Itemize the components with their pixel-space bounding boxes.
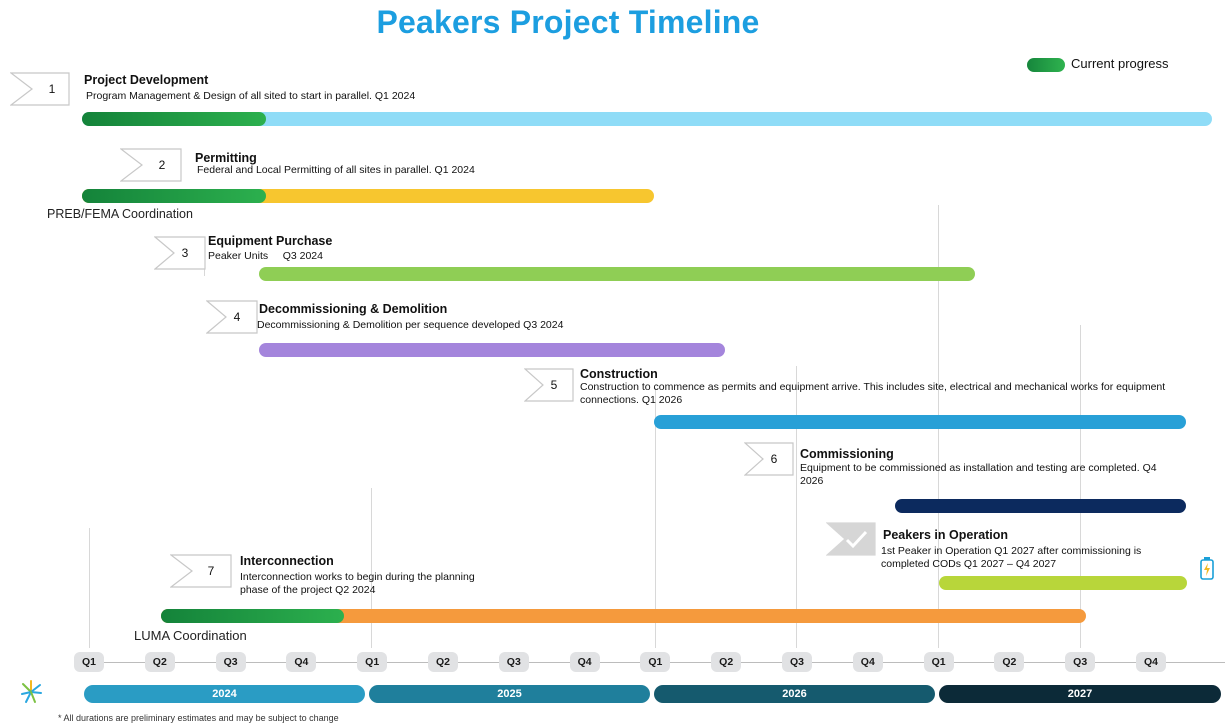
step-number: 4 — [233, 310, 241, 324]
step-number: 6 — [770, 452, 778, 466]
quarter-label: Q1 — [357, 652, 388, 672]
operation-marker — [826, 522, 876, 556]
quarter-label: Q1 — [640, 652, 671, 672]
phase-title: Permitting — [195, 151, 257, 165]
phase-title: Project Development — [84, 73, 209, 87]
legend-label: Current progress — [1071, 56, 1169, 71]
battery-icon — [1200, 557, 1214, 586]
quarter-label: Q2 — [711, 652, 742, 672]
phase-title: Decommissioning & Demolition — [259, 302, 448, 316]
phase-bar — [161, 609, 1086, 623]
phase-title: Equipment Purchase — [208, 234, 333, 248]
footnote: * All durations are preliminary estimate… — [58, 713, 339, 723]
quarter-label: Q3 — [1065, 652, 1096, 672]
phase-description: Peaker Units Q3 2024 — [208, 250, 323, 262]
phase-bar — [259, 267, 975, 281]
step-marker-4: 4 — [206, 300, 258, 334]
phase-title: Construction — [580, 367, 658, 381]
year-label: 2024 — [84, 685, 365, 703]
phase-description: Interconnection works to begin during th… — [240, 571, 475, 596]
step-number: 7 — [207, 564, 215, 578]
grid-line — [1080, 325, 1081, 648]
quarter-label: Q2 — [144, 652, 175, 672]
quarter-label: Q1 — [74, 652, 104, 672]
luma-coordination-note: LUMA Coordination — [134, 628, 247, 643]
step-marker-1: 1 — [10, 72, 70, 106]
step-number: 2 — [158, 158, 166, 172]
quarter-label: Q4 — [1136, 652, 1166, 672]
year-label: 2026 — [654, 685, 935, 703]
phase-description: Construction to commence as permits and … — [580, 381, 1166, 406]
quarter-label: Q2 — [994, 652, 1025, 672]
phase-description: Decommissioning & Demolition per sequenc… — [257, 319, 564, 331]
step-marker-2: 2 — [120, 148, 182, 182]
page-title: Peakers Project Timeline — [376, 4, 760, 40]
phase-description: 1st Peaker in Operation Q1 2027 after co… — [881, 545, 1142, 570]
phase-bar — [939, 576, 1187, 590]
phase-title: Peakers in Operation — [883, 528, 1009, 542]
quarter-label: Q3 — [782, 652, 812, 672]
step-marker-5: 5 — [524, 368, 574, 402]
progress-fill — [82, 189, 266, 203]
year-label: 2025 — [369, 685, 650, 703]
step-marker-7: 7 — [170, 554, 232, 588]
phase-title: Interconnection — [240, 554, 334, 568]
legend-swatch — [1027, 58, 1065, 72]
check-icon — [845, 530, 868, 549]
grid-line — [796, 366, 797, 648]
step-marker-3: 3 — [154, 236, 206, 270]
progress-fill — [161, 609, 344, 623]
quarter-label: Q2 — [428, 652, 458, 672]
quarter-label: Q3 — [498, 652, 529, 672]
phase-description: Program Management & Design of all sited… — [86, 90, 416, 102]
step-number: 1 — [48, 82, 56, 96]
phase-description: Equipment to be commissioned as installa… — [800, 462, 1157, 487]
quarter-label: Q4 — [569, 652, 600, 672]
phase-bar — [654, 415, 1186, 429]
grid-line — [371, 488, 372, 648]
quarter-label: Q3 — [215, 652, 246, 672]
step-marker-6: 6 — [744, 442, 794, 476]
phase-bar — [895, 499, 1186, 513]
quarter-label: Q4 — [286, 652, 317, 672]
step-number: 3 — [181, 246, 189, 260]
quarter-label: Q4 — [852, 652, 883, 672]
starburst-logo-icon — [20, 680, 42, 709]
step-number: 5 — [550, 378, 558, 392]
grid-line — [89, 528, 90, 648]
preb-coordination-note: PREB/FEMA Coordination — [47, 207, 193, 221]
phase-bar — [259, 343, 725, 357]
progress-fill — [82, 112, 266, 126]
phase-description: Federal and Local Permitting of all site… — [197, 164, 475, 176]
quarter-label: Q1 — [923, 652, 954, 672]
year-label: 2027 — [939, 685, 1221, 703]
grid-line — [655, 388, 656, 648]
phase-bar — [82, 189, 654, 203]
phase-title: Commissioning — [800, 447, 894, 461]
phase-bar — [82, 112, 1212, 126]
